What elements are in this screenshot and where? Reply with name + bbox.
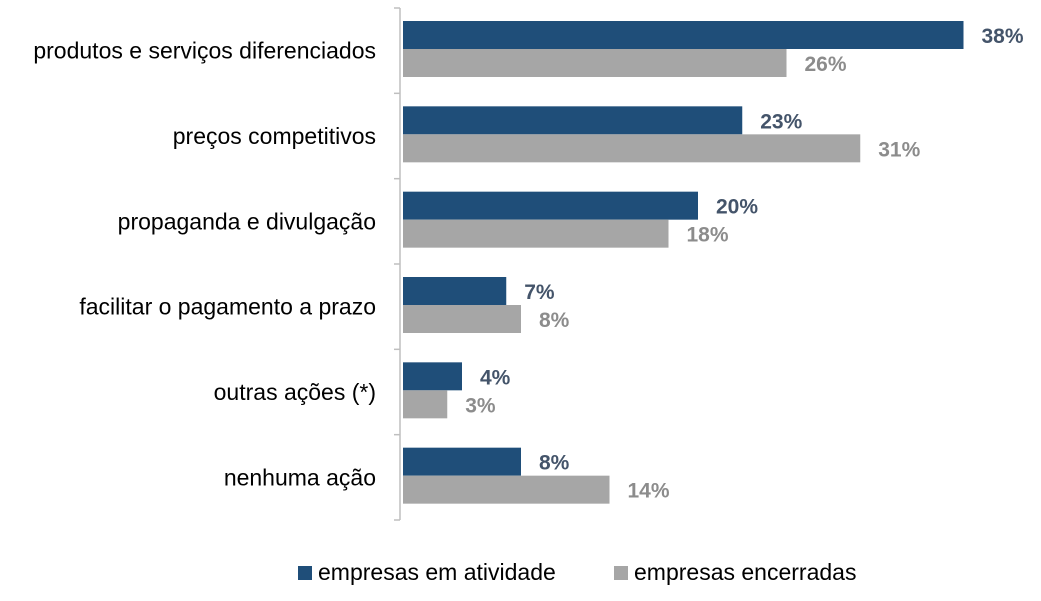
data-label: 20% bbox=[716, 196, 758, 219]
bar-empresas-em-atividade bbox=[403, 362, 462, 391]
axis-layer: produtos e serviços diferenciados preços … bbox=[33, 7, 401, 521]
bar-empresas-em-atividade bbox=[403, 447, 521, 476]
legend-swatch bbox=[298, 566, 312, 580]
legend-item-empresas-encerradas: empresas encerradas bbox=[614, 559, 856, 585]
bar-empresas-encerradas bbox=[403, 219, 669, 248]
bar-empresas-encerradas bbox=[403, 390, 448, 419]
data-label: 14% bbox=[628, 480, 670, 503]
legend-label: empresas encerradas bbox=[634, 559, 856, 585]
bars-layer bbox=[403, 21, 964, 504]
bar-empresas-encerradas bbox=[403, 305, 521, 333]
bar-empresas-em-atividade bbox=[403, 106, 743, 135]
data-label: 8% bbox=[539, 309, 570, 332]
bar-empresas-encerradas bbox=[403, 49, 787, 77]
legend-swatch bbox=[614, 566, 628, 580]
data-label: 38% bbox=[982, 25, 1024, 48]
legend-item-empresas-em-atividade: empresas em atividade bbox=[298, 559, 556, 585]
data-label: 4% bbox=[480, 366, 511, 389]
category-label: produtos e serviços diferenciados bbox=[33, 38, 376, 64]
category-label: facilitar o pagamento a prazo bbox=[79, 294, 376, 320]
bar-empresas-em-atividade bbox=[403, 191, 698, 220]
labels-layer: 38% 26% 23% 31% 20% 18% 7% 8% 4% 3% 8% 14% bbox=[465, 25, 1024, 503]
bar-empresas-encerradas bbox=[403, 475, 610, 504]
data-label: 18% bbox=[687, 224, 729, 247]
bar-empresas-encerradas bbox=[403, 134, 861, 163]
category-label: outras ações (*) bbox=[214, 379, 376, 405]
category-label: nenhuma ação bbox=[224, 464, 376, 490]
data-label: 7% bbox=[524, 281, 555, 304]
data-label: 23% bbox=[760, 110, 802, 133]
category-label: propaganda e divulgação bbox=[118, 208, 376, 234]
category-label: preços competitivos bbox=[173, 123, 376, 149]
legend: empresas em atividade empresas encerradas bbox=[298, 559, 856, 585]
data-label: 31% bbox=[878, 138, 920, 161]
data-label: 26% bbox=[805, 53, 847, 76]
legend-label: empresas em atividade bbox=[318, 559, 556, 585]
bar-empresas-em-atividade bbox=[403, 21, 964, 49]
bar-empresas-em-atividade bbox=[403, 277, 507, 305]
data-label: 8% bbox=[539, 452, 570, 475]
data-label: 3% bbox=[465, 394, 496, 417]
